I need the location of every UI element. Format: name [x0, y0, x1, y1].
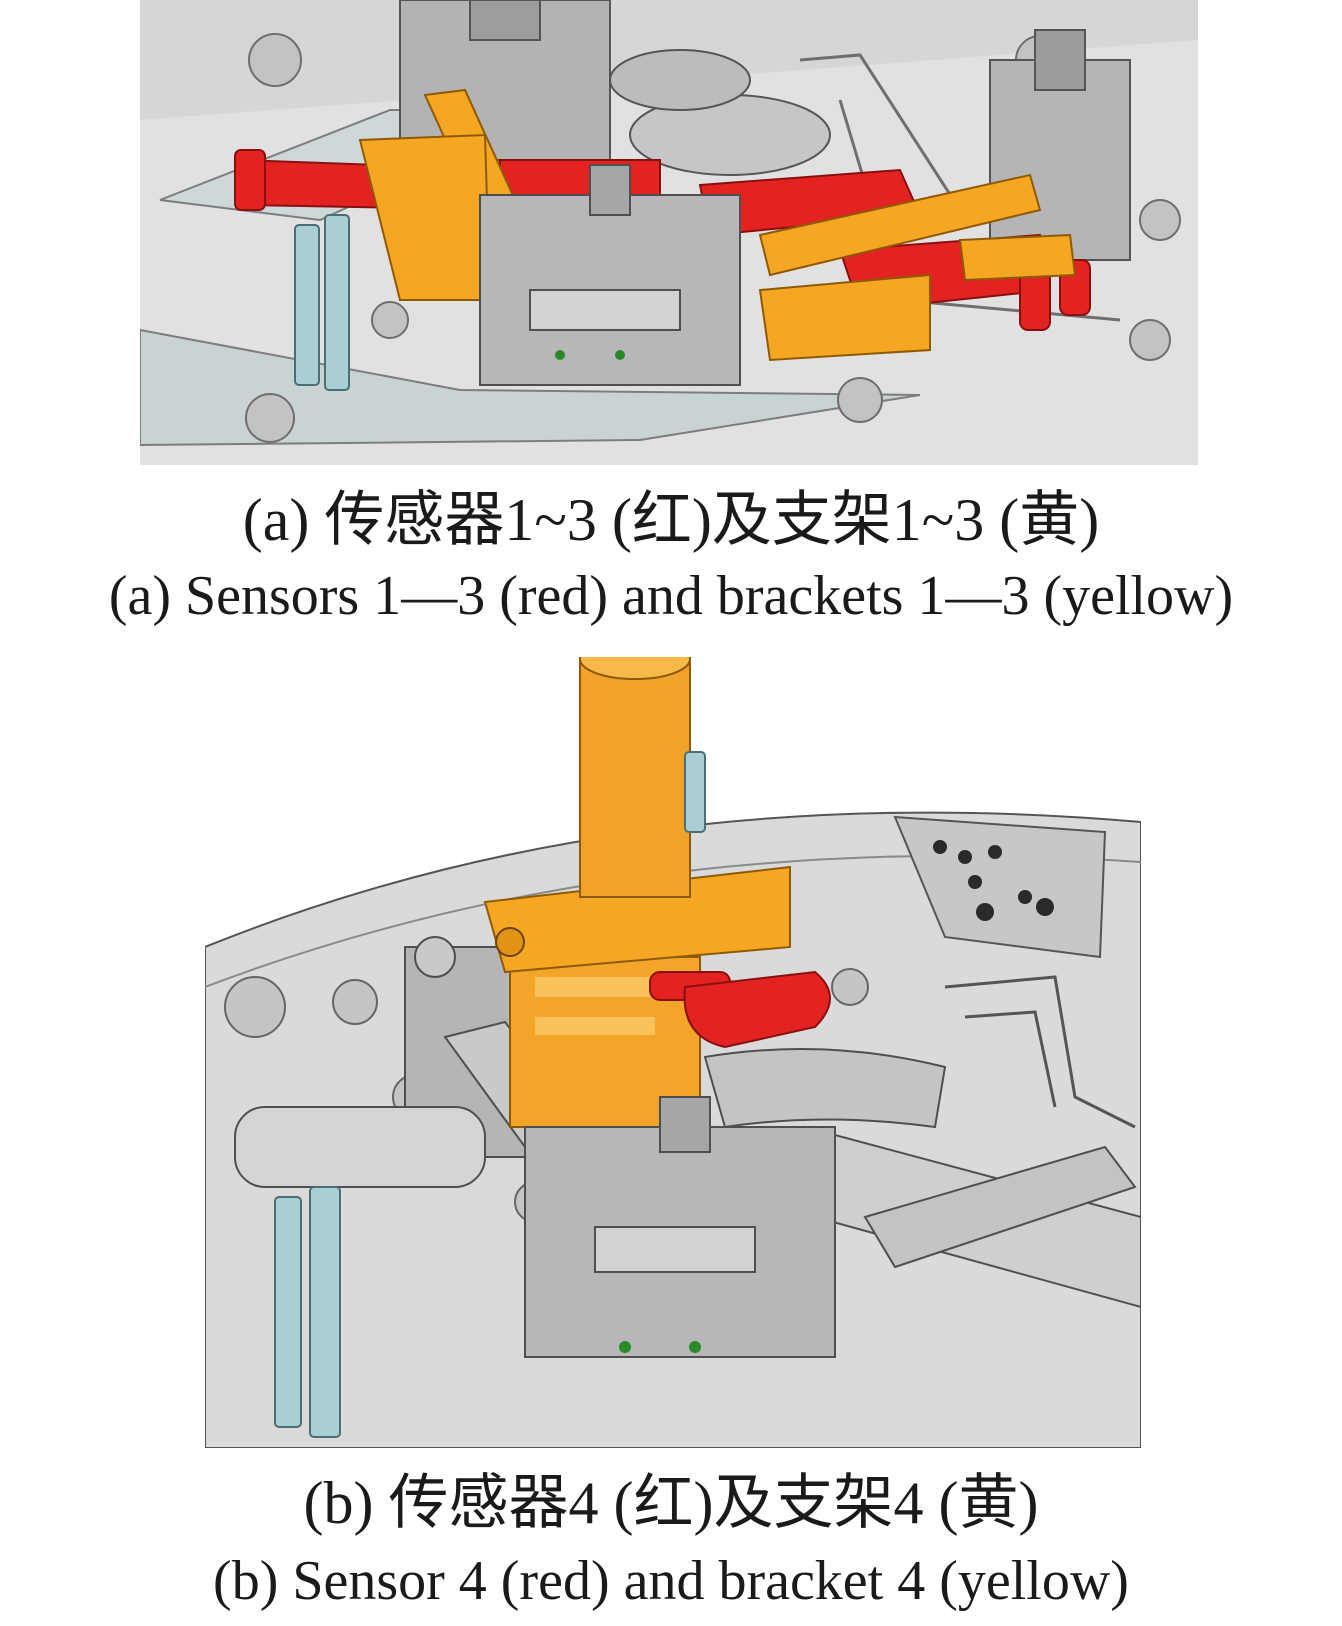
center-clamp-block [524, 1096, 836, 1358]
bracket-4-post [579, 657, 691, 898]
right-clamp-block [989, 59, 1131, 261]
locating-pins [294, 214, 350, 391]
sensor-4 [649, 970, 831, 1049]
cad-render-panel-b [205, 657, 1141, 1448]
bracket-3 [758, 173, 1042, 277]
caption-a-chinese: (a) 传感器1~3 (红)及支架1~3 (黄) [242, 487, 1100, 553]
locating-pins [274, 751, 706, 1438]
cad-render-a [140, 0, 1198, 465]
screw [589, 164, 631, 216]
caption-b-english: (b) Sensor 4 (red) and bracket 4 (yellow… [213, 1550, 1129, 1612]
caption-a-english: (a) Sensors 1—3 (red) and brackets 1—3 (… [108, 565, 1234, 627]
center-clamp-block [479, 164, 741, 386]
caption-b-chinese: (b) 传感器4 (红)及支架4 (黄) [303, 1470, 1039, 1536]
brackets-1-3 [358, 88, 1077, 362]
cad-render-b [205, 657, 1141, 1448]
cad-render-panel-a [140, 0, 1198, 465]
screw [659, 1096, 711, 1153]
